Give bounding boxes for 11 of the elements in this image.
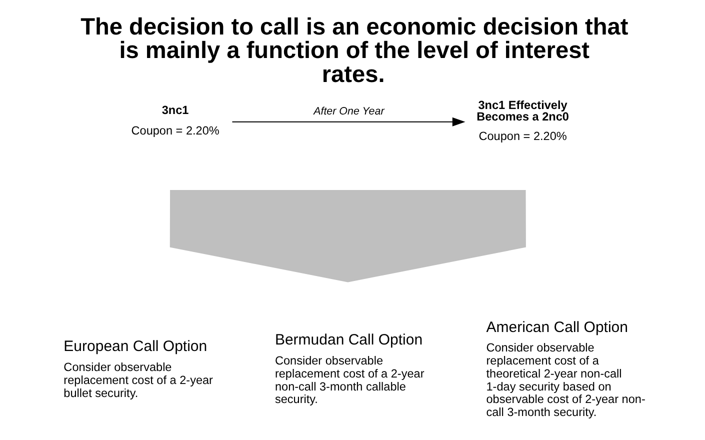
node-text: Bermudan Call Option Consider observable replacement cost of a 2-year non-call 3-month callable security. bbox=[274, 332, 424, 406]
node-label: Coupon = 2.20% bbox=[130, 124, 219, 138]
node-arrow bbox=[169, 190, 526, 282]
node-label: Coupon = 2.20% bbox=[478, 130, 566, 143]
arrow bbox=[232, 117, 465, 126]
diagram-title: The decision to call is an economic decision that is mainly a function of the level of interest rates. bbox=[80, 14, 628, 87]
edge-label: After One Year bbox=[313, 105, 384, 118]
node-text: 3nc1 bbox=[161, 104, 188, 118]
node-text: 3nc1 Effectively Becomes a 2nc0 bbox=[476, 98, 568, 124]
node-text: European Call Option Consider observable replacement cost of a 2-year bullet security. bbox=[63, 338, 213, 400]
node-text: American Call Option Consider observable replacement cost of a theoretical 2-year non-call 1-day security based on observable cost of 2-year non-call 3-month security. bbox=[486, 318, 645, 420]
